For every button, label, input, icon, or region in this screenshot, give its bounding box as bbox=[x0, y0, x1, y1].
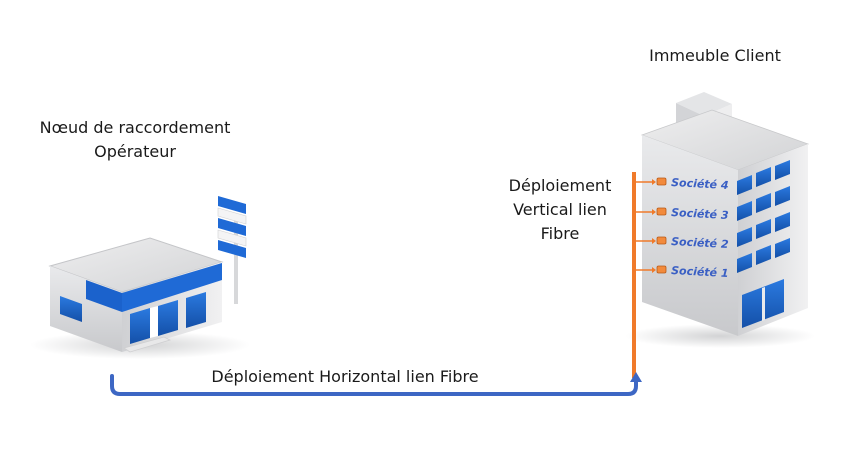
sign-post-icon bbox=[217, 196, 247, 304]
client-building-icon bbox=[625, 92, 815, 348]
floor-3-label: Société 3 bbox=[671, 206, 729, 222]
floor-1-label: Société 1 bbox=[671, 264, 729, 280]
node-title-line2: Opérateur bbox=[94, 142, 176, 161]
node-title: Nœud de raccordement Opérateur bbox=[20, 116, 250, 164]
floor-3-marker bbox=[656, 207, 667, 216]
building-title: Immeuble Client bbox=[649, 46, 781, 65]
node-title-line1: Nœud de raccordement bbox=[39, 118, 231, 137]
vertical-label-line3: Fibre bbox=[540, 224, 580, 243]
horizontal-deployment-label: Déploiement Horizontal lien Fibre bbox=[211, 367, 479, 386]
vertical-label-line1: Déploiement bbox=[508, 176, 612, 195]
vertical-label-line2: Vertical lien bbox=[513, 200, 607, 219]
building-windows bbox=[737, 160, 790, 328]
vertical-deployment-label: Déploiement Vertical lien Fibre bbox=[490, 174, 630, 246]
floor-2-marker bbox=[656, 236, 667, 245]
floor-1-marker bbox=[656, 265, 667, 274]
floor-4-label: Société 4 bbox=[671, 176, 729, 192]
floor-markers: Société 4 Société 3 Société 2 Société 1 bbox=[636, 176, 729, 280]
horizontal-fibre-line bbox=[110, 374, 638, 396]
horizontal-fibre-arrowhead bbox=[630, 372, 642, 382]
floor-4-marker bbox=[656, 177, 667, 186]
floor-2-label: Société 2 bbox=[671, 235, 729, 251]
operator-node-icon bbox=[30, 237, 250, 359]
